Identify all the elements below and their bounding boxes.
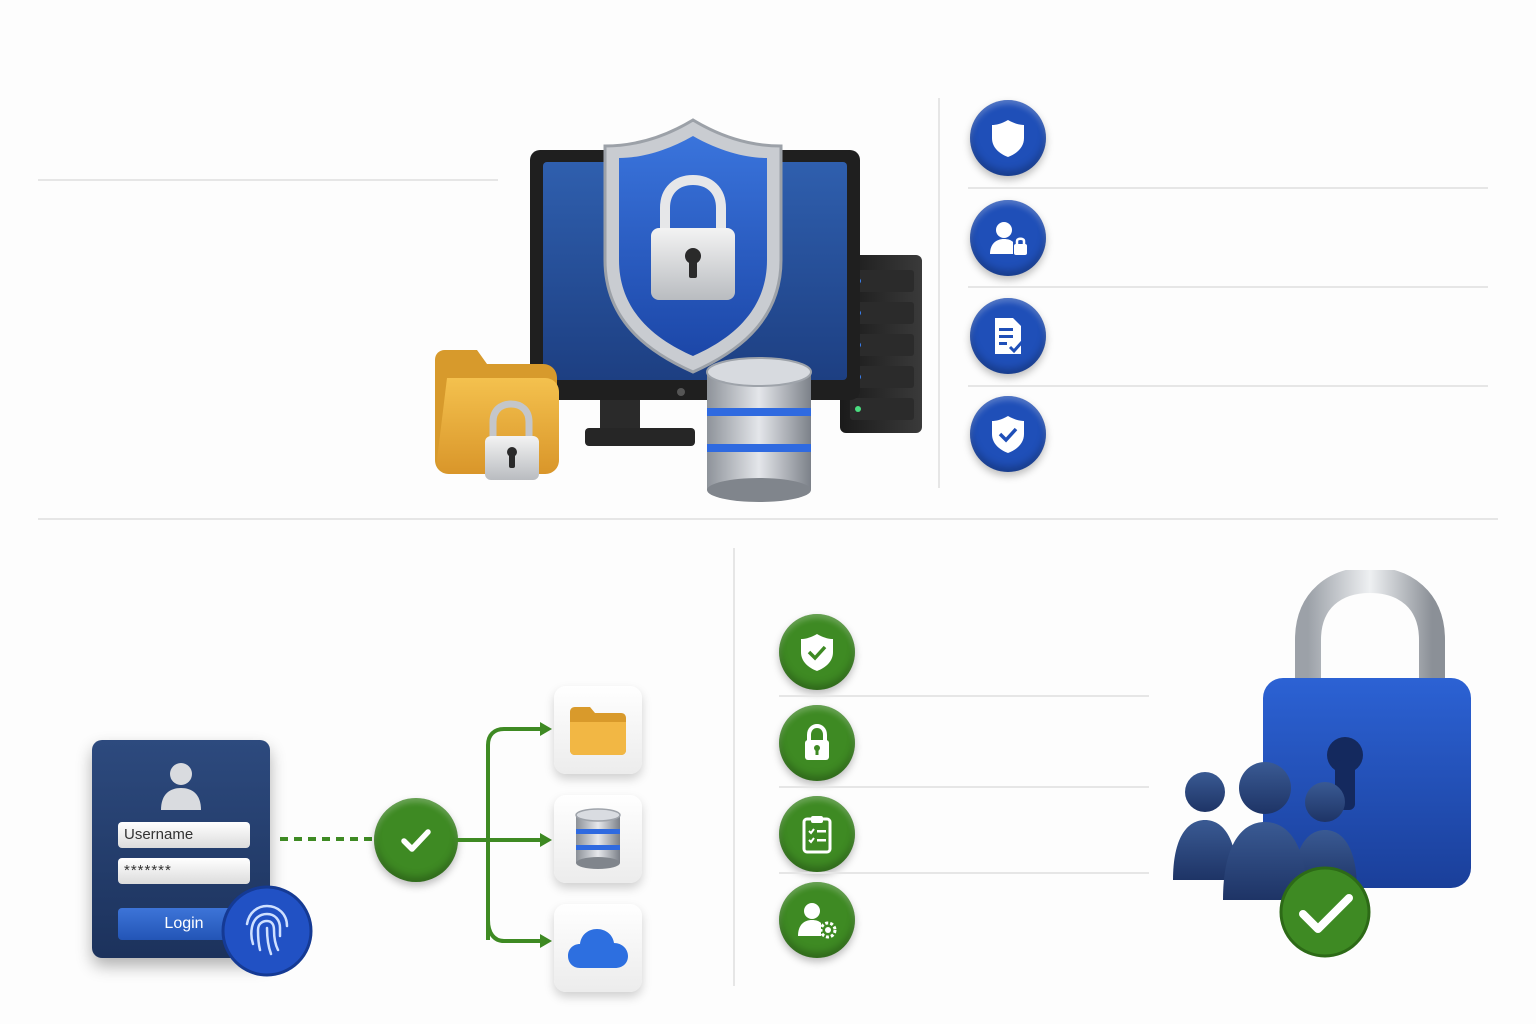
connection-dashed-line <box>280 837 376 841</box>
top-left-divider <box>38 179 498 181</box>
user-lock-icon <box>970 200 1046 276</box>
user-gear-icon <box>779 882 855 958</box>
fingerprint-icon <box>221 885 313 977</box>
list-divider <box>968 187 1488 189</box>
locked-folder-icon <box>435 350 559 480</box>
database-icon <box>706 357 812 502</box>
user-avatar-icon <box>161 763 201 810</box>
database-tile <box>554 795 642 883</box>
cloud-icon <box>568 929 628 968</box>
database-icon <box>575 808 621 869</box>
clipboard-checklist-icon <box>779 796 855 872</box>
security-illustration <box>435 118 922 502</box>
password-field[interactable]: ******* <box>118 858 250 884</box>
list-divider <box>779 786 1149 788</box>
shield-check-icon <box>779 614 855 690</box>
padlock-icon <box>779 705 855 781</box>
shield-lock-icon <box>603 118 783 374</box>
list-divider <box>779 695 1149 697</box>
shield-check-icon <box>970 396 1046 472</box>
shield-icon <box>970 100 1046 176</box>
check-circle-icon <box>1279 866 1371 958</box>
list-divider <box>779 872 1149 874</box>
username-field[interactable]: Username <box>118 822 250 848</box>
list-divider <box>968 286 1488 288</box>
branch-arrows <box>456 722 552 948</box>
folder-icon <box>570 707 626 755</box>
list-divider <box>968 385 1488 387</box>
cloud-tile <box>554 904 642 992</box>
check-circle-icon <box>374 798 458 882</box>
group-lock-illustration <box>1173 570 1471 958</box>
document-check-icon <box>970 298 1046 374</box>
section-divider <box>38 518 1498 520</box>
folder-tile <box>554 686 642 774</box>
bottom-vertical-divider <box>733 548 735 986</box>
top-vertical-divider <box>938 98 940 488</box>
